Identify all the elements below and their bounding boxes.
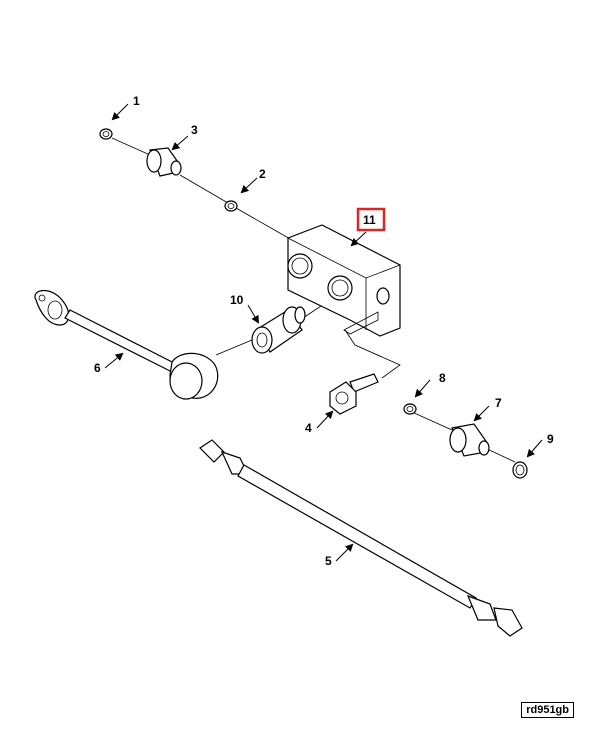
callout-11-highlight-box [356, 207, 386, 232]
callout-10: 10 [230, 293, 244, 307]
callout-leaders [104, 103, 543, 562]
callout-2: 2 [259, 167, 266, 181]
callout-7: 7 [495, 396, 502, 410]
part-10-quick-connect [251, 306, 306, 354]
figure-reference-code: rd951gb [521, 702, 574, 718]
part-2-o-ring [224, 200, 238, 212]
part-8-o-ring [403, 403, 417, 415]
part-6-dust-cap [34, 290, 219, 400]
part-4-bolt [329, 373, 379, 415]
callout-9: 9 [547, 432, 554, 446]
callout-3: 3 [191, 123, 198, 137]
part-7-fitting [449, 423, 490, 457]
callout-labels: 1 2 3 4 5 6 7 8 9 10 11 [94, 94, 554, 568]
part-9-snap-ring [512, 461, 528, 479]
callout-8: 8 [439, 371, 446, 385]
part-5-hose-assembly [199, 439, 523, 637]
callout-11: 11 [363, 213, 376, 227]
callout-6: 6 [94, 361, 101, 375]
part-3-fitting [146, 147, 182, 177]
callout-5: 5 [325, 554, 332, 568]
callout-4: 4 [305, 421, 312, 435]
part-11-manifold-block [287, 224, 401, 337]
callout-1: 1 [133, 94, 140, 108]
part-1-o-ring [99, 128, 113, 140]
